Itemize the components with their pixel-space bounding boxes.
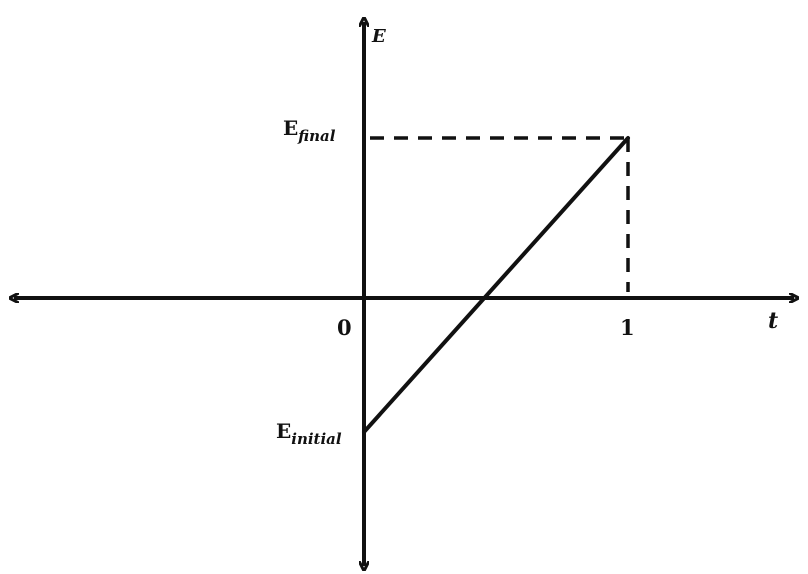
e-final-label: Efinal [283, 116, 336, 145]
energy-line [362, 136, 630, 434]
e-initial-label: Einitial [276, 419, 342, 448]
x-tick-0: 0 [337, 315, 352, 340]
e-initial-base: E [276, 419, 291, 443]
y-axis-label: E [371, 26, 386, 47]
x-tick-1: 1 [620, 315, 635, 340]
e-final-subscript: final [297, 127, 336, 145]
x-axis-label: t [768, 308, 778, 334]
e-initial-subscript: initial [291, 430, 342, 448]
e-final-base: E [283, 116, 298, 140]
